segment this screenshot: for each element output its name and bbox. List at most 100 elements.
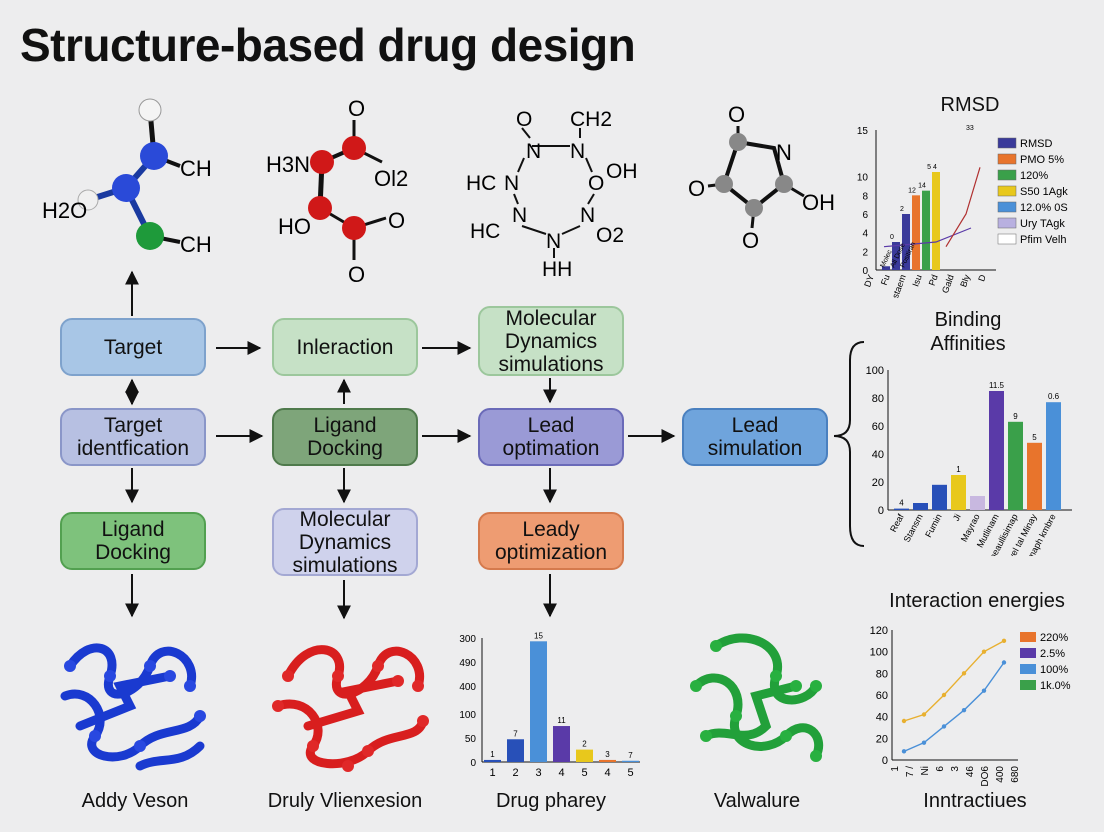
rmsd-ytick-6: 15: [857, 126, 869, 137]
m3-n4: N: [512, 204, 527, 227]
energy-point-1-0: [901, 749, 907, 754]
pharey-vlabel-4: 2: [582, 740, 587, 749]
energy-point-1-4: [981, 688, 987, 693]
binding-vlabel-7: 5: [1032, 433, 1037, 442]
m4-o-top: O: [728, 102, 745, 127]
energy-legend-label-0: 220%: [1040, 632, 1068, 644]
chart-binding-title: Binding Affinities: [930, 309, 1006, 355]
pharey-ytick-0: 0: [470, 758, 476, 769]
energy-point-0-4: [981, 649, 987, 654]
molecule-2: O H3N Ol2 HO O O: [266, 96, 408, 286]
rmsd-legend-label-0: RMSD: [1020, 138, 1052, 150]
pharey-ytick-2: 100: [459, 710, 476, 721]
m3-n1: N: [526, 140, 541, 163]
energy-legend-label-1: 2.5%: [1040, 648, 1065, 660]
energy-point-1-3: [961, 707, 967, 713]
chart-binding: 0204060801004ReafStansmFumin1JiMayrao11.…: [866, 365, 1072, 556]
rmsd-vlabel-4: 5 4: [927, 164, 937, 171]
box-target: Target: [60, 318, 206, 376]
protein-green: [690, 633, 824, 762]
rmsd-xtick-3: Isu: [910, 273, 924, 288]
pharey-xtick-0: 1: [489, 767, 495, 779]
energy-point-1-5: [1001, 660, 1007, 665]
m4-oh: OH: [802, 190, 835, 215]
binding-xtick-3: Ji: [951, 512, 963, 522]
binding-bar-3: [951, 475, 966, 510]
binding-bar-5: [989, 391, 1004, 510]
binding-bar-7: [1027, 442, 1042, 510]
energy-ytick-3: 60: [876, 690, 888, 702]
caption-inntractiues: Inntractiues: [923, 790, 1027, 812]
m3-n3: N: [504, 172, 519, 195]
pharey-vlabel-0: 1: [490, 750, 495, 759]
caption-valwalure: Valwalure: [713, 790, 801, 812]
box-target-identification: Target identfication: [60, 408, 206, 466]
pharey-vlabel-3: 11: [557, 716, 566, 725]
rmsd-line-b: [945, 167, 981, 247]
energy-ytick-4: 80: [876, 668, 888, 680]
m1-ch-top: CH: [180, 156, 212, 181]
binding-bar-6: [1008, 421, 1023, 510]
energy-legend-label-2: 100%: [1040, 664, 1068, 676]
rmsd-xtick-4: Pd: [927, 273, 940, 287]
binding-bar-8: [1046, 402, 1061, 510]
rmsd-legend-label-6: Pfim Velh: [1020, 234, 1066, 246]
pharey-vlabel-1: 7: [513, 729, 518, 738]
rmsd-bar-5: [932, 172, 940, 270]
caption-drug-pharey: Drug pharey: [495, 790, 607, 812]
curly-brace: [833, 341, 865, 547]
energy-legend-label-3: 1k.0%: [1040, 680, 1071, 692]
m3-n6: N: [546, 230, 561, 253]
binding-ytick-1: 20: [872, 477, 884, 489]
energy-line-0: [903, 640, 1005, 722]
energy-ytick-2: 40: [876, 712, 888, 724]
binding-vlabel-8: 0.6: [1048, 392, 1060, 401]
m3-o2: O: [588, 172, 604, 195]
binding-ytick-3: 60: [872, 421, 884, 433]
binding-bar-0: [894, 508, 909, 510]
box-lead-simulation: Lead simulation: [682, 408, 828, 466]
binding-ytick-4: 80: [872, 393, 884, 405]
m2-o-right: O: [388, 208, 405, 233]
rmsd-xtick-0: DY: [862, 273, 876, 288]
rmsd-legend-label-2: 120%: [1020, 170, 1048, 182]
energy-point-1-1: [921, 740, 927, 745]
chart-rmsd-title: RMSD: [940, 94, 1000, 116]
rmsd-legend-swatch-3: [997, 185, 1017, 197]
rmsd-vlabel-2: 12: [908, 187, 916, 194]
rmsd-bar-2: [902, 214, 910, 270]
box-ligand-docking-bot: Ligand Docking: [60, 512, 206, 570]
energy-point-1-2: [941, 724, 947, 729]
m2-o-bot: O: [348, 262, 365, 286]
rmsd-line-a: [883, 227, 972, 248]
box-interaction: Inleraction: [272, 318, 418, 376]
energy-xtick-6: DO6: [980, 766, 991, 787]
energy-line-1: [903, 662, 1005, 752]
molecule-4: O N O OH O: [688, 102, 835, 253]
binding-vlabel-3: 1: [956, 465, 961, 474]
energy-xtick-2: Ni: [920, 766, 931, 775]
binding-ytick-2: 40: [872, 449, 884, 461]
m4-n: N: [776, 140, 792, 165]
rmsd-bar-3: [912, 195, 920, 270]
rmsd-bar-0: [882, 266, 890, 270]
pharey-xtick-5: 4: [604, 767, 610, 779]
pharey-vlabel-5: 3: [605, 750, 610, 759]
energy-point-0-2: [941, 692, 947, 698]
rmsd-vlabel-top: 33: [966, 125, 974, 132]
binding-bar-4: [970, 496, 985, 510]
energy-legend-swatch-3: [1020, 680, 1036, 690]
energy-point-0-1: [921, 712, 927, 717]
rmsd-legend-label-3: S50 1Agk: [1020, 186, 1068, 198]
caption-druly: Druly Vlienxesion: [267, 790, 423, 812]
pharey-ytick-5: 300: [459, 634, 476, 645]
rmsd-legend-swatch-1: [997, 153, 1017, 165]
binding-ytick-5: 100: [866, 365, 884, 377]
energy-xtick-4: 3: [950, 766, 961, 772]
page-title: Structure-based drug design: [20, 19, 636, 71]
energy-xtick-0: 1: [890, 766, 901, 772]
m1-ch-bot: CH: [180, 232, 212, 257]
